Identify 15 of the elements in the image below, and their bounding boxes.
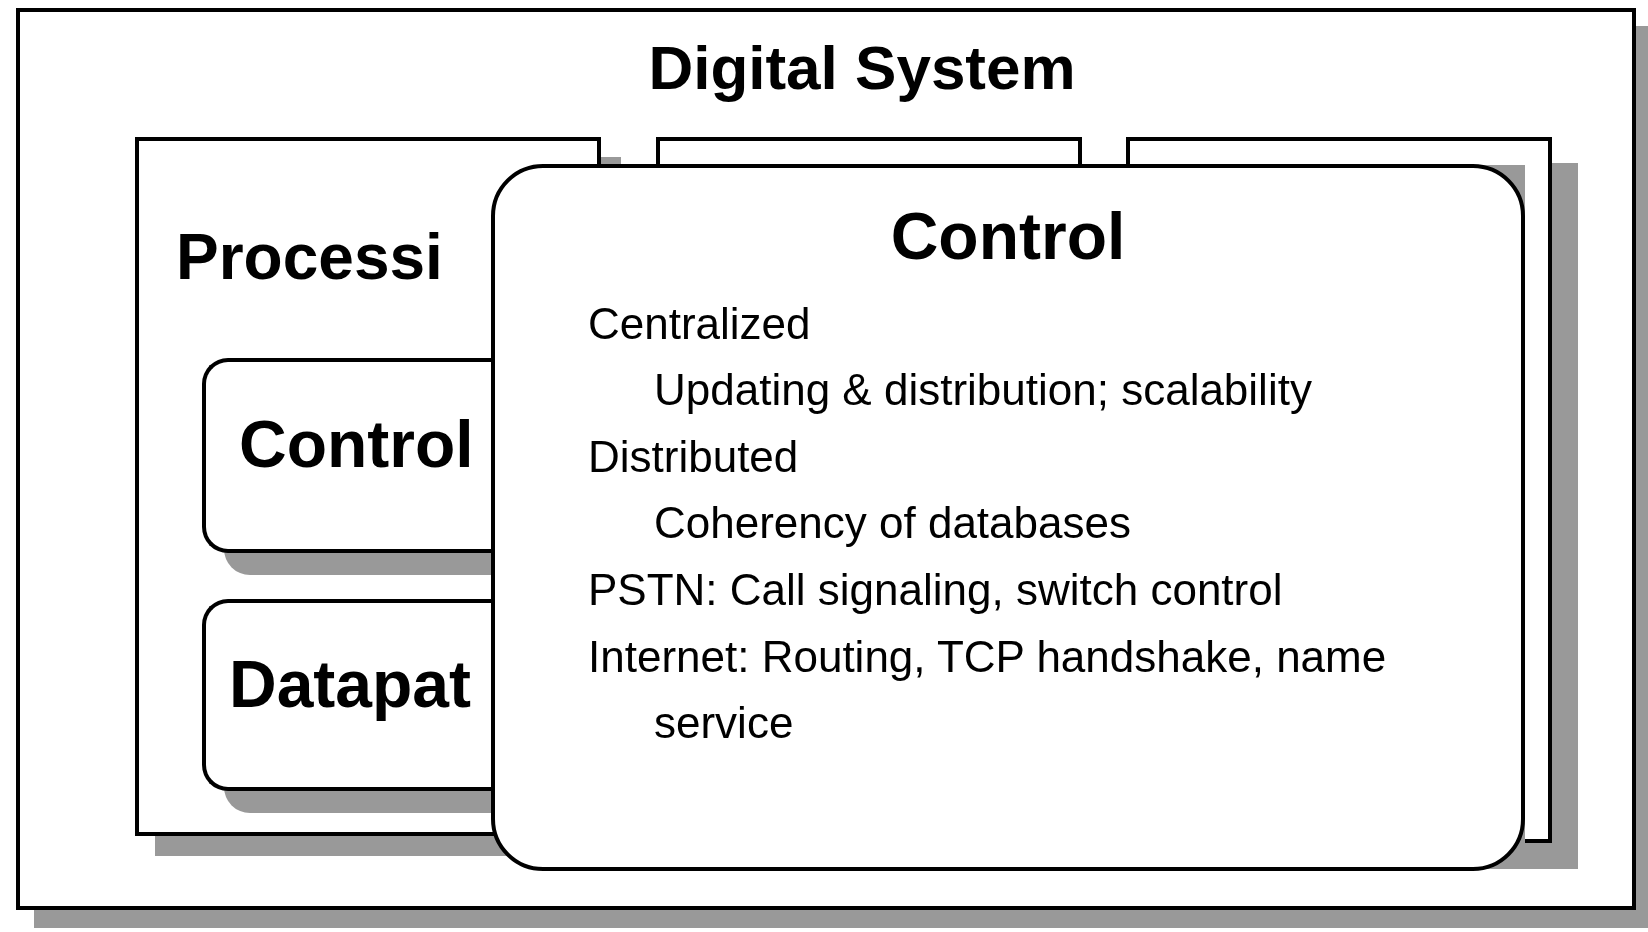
empty-box bbox=[656, 137, 1082, 165]
heading: Control bbox=[890, 200, 1126, 273]
heading: Datapat bbox=[229, 648, 472, 721]
heading: Digital System bbox=[648, 34, 1076, 103]
system-box bbox=[16, 8, 1636, 910]
empty-box bbox=[1126, 137, 1552, 165]
body-text: Distributed bbox=[588, 432, 799, 482]
body-text: Coherency of databases bbox=[654, 498, 1131, 548]
body-text: Updating & distribution; scalability bbox=[654, 365, 1312, 415]
heading: Control bbox=[239, 408, 474, 481]
body-text: PSTN: Call signaling, switch control bbox=[588, 565, 1283, 615]
rounded-box bbox=[491, 164, 1525, 871]
body-text: Centralized bbox=[588, 299, 811, 349]
body-text: Internet: Routing, TCP handshake, name service bbox=[588, 631, 1388, 749]
heading: Processi bbox=[176, 222, 443, 293]
